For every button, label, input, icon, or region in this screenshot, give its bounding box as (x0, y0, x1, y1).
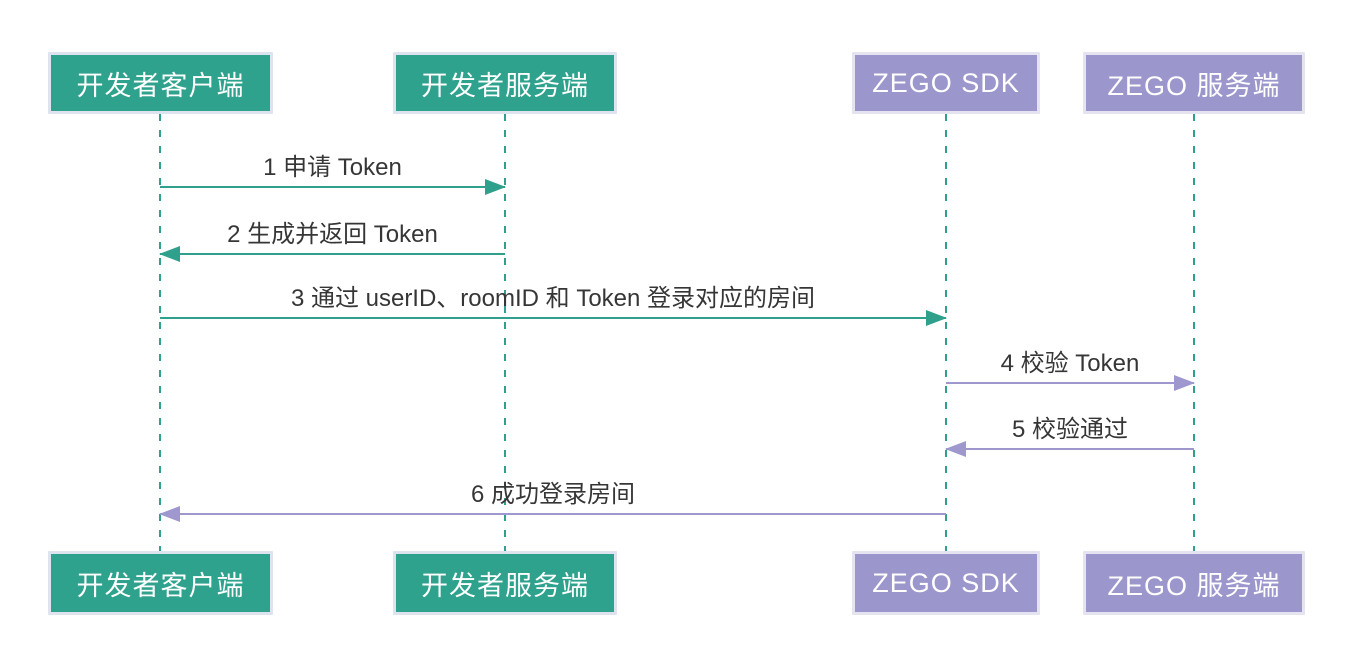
message-4-verify-token: 4 校验 Token (946, 348, 1195, 391)
lifeline-developer-server (504, 114, 506, 551)
message-label: 6 成功登录房间 (470, 481, 635, 508)
actor-label: 开发者客户端 (76, 70, 245, 101)
message-label: 3 通过 userID、roomID 和 Token 登录对应的房间 (290, 285, 816, 312)
message-6-login-success: 6 成功登录房间 (159, 479, 946, 522)
message-line (160, 179, 506, 195)
actor-label: ZEGO SDK (872, 567, 1020, 598)
message-label: 4 校验 Token (1000, 350, 1140, 377)
message-1-request-token: 1 申请 Token (160, 152, 506, 195)
actor-developer-server-top: 开发者服务端 (393, 52, 617, 114)
actor-label: ZEGO SDK (872, 67, 1020, 98)
message-5-verify-passed: 5 校验通过 (945, 414, 1194, 457)
lifeline-zego-sdk (945, 114, 947, 551)
actor-developer-client-top: 开发者客户端 (48, 52, 273, 114)
actor-zego-sdk-top: ZEGO SDK (852, 52, 1040, 114)
message-line (159, 506, 946, 522)
message-line (946, 375, 1195, 391)
arrow-left-icon (159, 246, 180, 262)
message-label: 5 校验通过 (1011, 416, 1128, 443)
actor-zego-sdk-bottom: ZEGO SDK (852, 551, 1040, 615)
actor-zego-server-top: ZEGO 服务端 (1083, 52, 1305, 114)
actor-developer-server-bottom: 开发者服务端 (393, 551, 617, 615)
actor-label: 开发者服务端 (421, 570, 589, 601)
arrow-right-icon (485, 179, 506, 195)
arrow-right-icon (926, 310, 947, 326)
message-label: 2 生成并返回 Token (227, 221, 438, 248)
message-line (945, 441, 1194, 457)
actor-developer-client-bottom: 开发者客户端 (48, 551, 273, 615)
message-label: 1 申请 Token (263, 154, 402, 181)
message-2-return-token: 2 生成并返回 Token (159, 219, 505, 262)
actor-zego-server-bottom: ZEGO 服务端 (1083, 551, 1305, 615)
actor-label: 开发者客户端 (76, 570, 245, 601)
actor-label: ZEGO 服务端 (1107, 70, 1281, 101)
message-line (159, 246, 505, 262)
lifeline-zego-server (1193, 114, 1195, 551)
arrow-left-icon (159, 506, 180, 522)
arrow-right-icon (1174, 375, 1195, 391)
message-line (160, 310, 947, 326)
actor-label: 开发者服务端 (421, 70, 589, 101)
actor-label: ZEGO 服务端 (1107, 570, 1281, 601)
message-3-login-room: 3 通过 userID、roomID 和 Token 登录对应的房间 (160, 283, 947, 326)
lifeline-developer-client (159, 114, 161, 551)
arrow-left-icon (945, 441, 966, 457)
